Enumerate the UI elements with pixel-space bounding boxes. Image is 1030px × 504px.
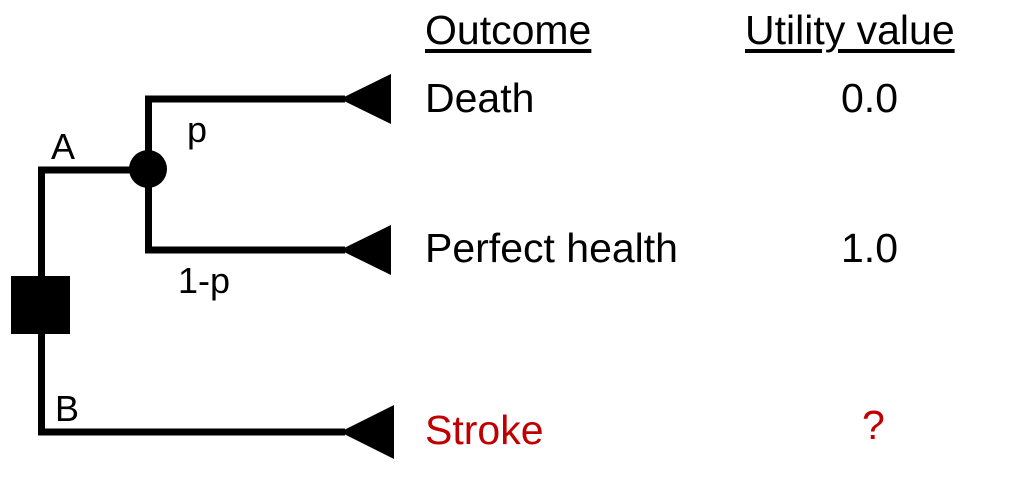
utility-value-death: 0.0 <box>841 75 898 121</box>
branch-label-b: B <box>55 388 80 429</box>
outcome-stroke: Stroke <box>425 407 544 453</box>
utility-value-stroke: ? <box>862 402 885 448</box>
chance-node-circle <box>129 150 167 188</box>
probability-label-p: p <box>187 109 208 150</box>
outcome-death: Death <box>425 75 535 121</box>
branch-label-a: A <box>51 126 76 167</box>
column-header-utility: Utility value <box>745 7 955 53</box>
column-header-outcome: Outcome <box>425 7 592 53</box>
terminal-node-triangle-perfect-health <box>340 225 391 275</box>
decision-node-square <box>11 276 70 334</box>
probability-label-one-minus-p: 1-p <box>178 260 231 301</box>
terminal-node-triangle-stroke <box>340 405 394 459</box>
outcome-perfect-health: Perfect health <box>425 225 678 271</box>
terminal-node-triangle-death <box>340 74 391 124</box>
utility-value-perfect-health: 1.0 <box>841 225 898 271</box>
